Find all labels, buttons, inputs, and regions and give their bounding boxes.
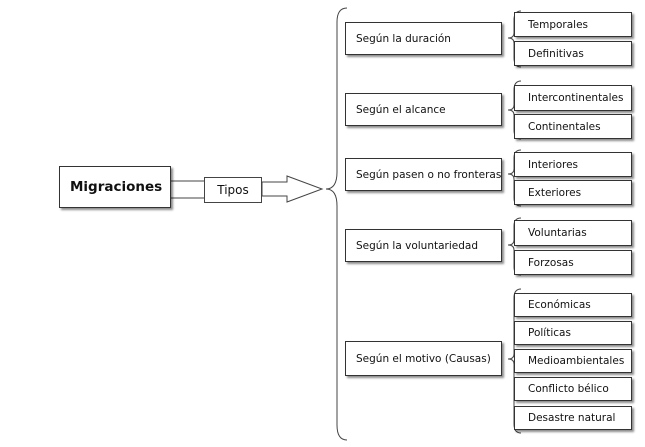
leaf-box-temporales: Temporales bbox=[514, 12, 632, 37]
category-box-duracion: Según la duración bbox=[345, 22, 502, 55]
category-label: Según la voluntariedad bbox=[356, 239, 479, 252]
category-box-alcance: Según el alcance bbox=[345, 93, 502, 126]
leaf-box-intercontinentales: Intercontinentales bbox=[514, 85, 632, 111]
connector-label: Tipos bbox=[217, 183, 249, 197]
category-box-voluntariedad: Según la voluntariedad bbox=[345, 229, 502, 262]
leaf-box-continentales: Continentales bbox=[514, 114, 632, 139]
leaf-box-conflicto-belico: Conflicto bélico bbox=[514, 377, 632, 401]
category-box-motivo: Según el motivo (Causas) bbox=[345, 341, 502, 376]
leaf-box-exteriores: Exteriores bbox=[514, 180, 632, 205]
category-label: Según pasen o no fronteras bbox=[356, 168, 502, 181]
leaf-label: Interiores bbox=[528, 158, 579, 171]
main-brace bbox=[325, 7, 348, 441]
leaf-box-forzosas: Forzosas bbox=[514, 250, 632, 275]
leaf-box-interiores: Interiores bbox=[514, 152, 632, 177]
big-arrow bbox=[261, 175, 324, 203]
leaf-label: Temporales bbox=[528, 18, 589, 31]
leaf-box-politicas: Políticas bbox=[514, 321, 632, 345]
category-label: Según la duración bbox=[356, 32, 451, 45]
leaf-label: Políticas bbox=[528, 327, 571, 339]
root-label: Migraciones bbox=[70, 179, 163, 195]
leaf-box-voluntarias: Voluntarias bbox=[514, 220, 632, 246]
connector-box-tipos: Tipos bbox=[204, 177, 262, 203]
leaf-label: Definitivas bbox=[528, 47, 584, 60]
leaf-label: Económicas bbox=[528, 299, 591, 311]
leaf-label: Continentales bbox=[528, 120, 601, 133]
leaf-label: Conflicto bélico bbox=[528, 383, 609, 395]
category-box-fronteras: Según pasen o no fronteras bbox=[345, 158, 502, 191]
leaf-box-desastre-natural: Desastre natural bbox=[514, 406, 632, 430]
leaf-label: Intercontinentales bbox=[528, 92, 624, 104]
leaf-box-medioambientales: Medioambientales bbox=[514, 349, 632, 373]
leaf-box-definitivas: Definitivas bbox=[514, 41, 632, 66]
leaf-label: Exteriores bbox=[528, 186, 582, 199]
root-box-migraciones: Migraciones bbox=[59, 166, 171, 208]
leaf-box-economicas: Económicas bbox=[514, 293, 632, 317]
leaf-label: Medioambientales bbox=[528, 355, 625, 367]
leaf-label: Forzosas bbox=[528, 256, 574, 269]
category-label: Según el motivo (Causas) bbox=[356, 352, 491, 365]
category-label: Según el alcance bbox=[356, 103, 446, 116]
leaf-label: Desastre natural bbox=[528, 412, 616, 424]
leaf-label: Voluntarias bbox=[528, 227, 587, 239]
